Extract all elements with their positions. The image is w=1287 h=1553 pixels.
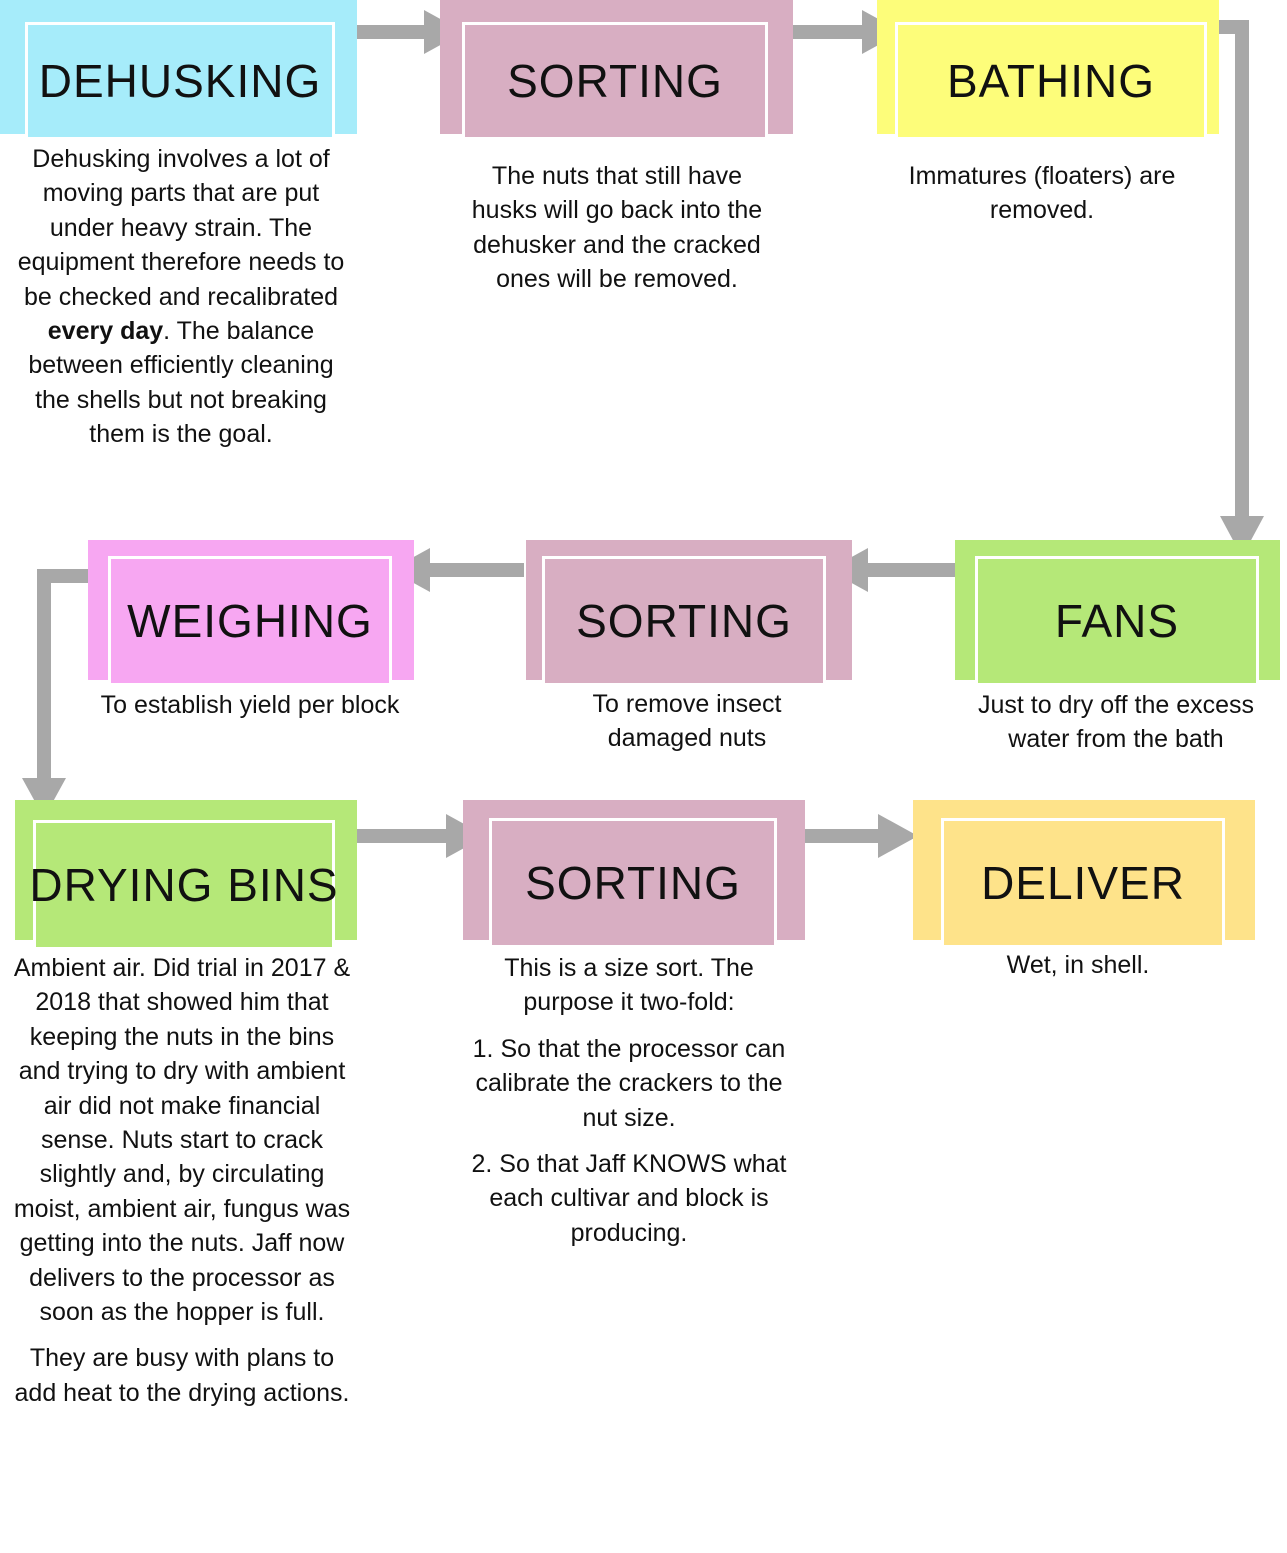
- step-desc-sorting-2: To remove insect damaged nuts: [592, 690, 782, 753]
- step-desc-sorting-1: The nuts that still have husks will go b…: [471, 162, 763, 294]
- step-title-sorting-1: SORTING: [507, 55, 723, 107]
- arrowhead-8: [878, 814, 918, 858]
- step-bathing: BATHING: [877, 0, 1219, 140]
- arrow-weighing-to-drying: [37, 569, 98, 782]
- step-drying-bins: DRYING BINS: [15, 800, 357, 950]
- step-desc-sorting-3: This is a size sort. The purpose it two-…: [471, 954, 787, 1247]
- step-desc-weighing: To establish yield per block: [100, 691, 400, 719]
- step-title-dehusking: DEHUSKING: [38, 55, 322, 107]
- step-fans: FANS: [955, 540, 1280, 686]
- step-title-sorting-3: SORTING: [525, 857, 741, 909]
- step-sorting-1: SORTING: [440, 0, 793, 140]
- step-weighing: WEIGHING: [88, 540, 414, 686]
- step-title-bathing: BATHING: [946, 55, 1156, 107]
- step-title-deliver: DELIVER: [981, 857, 1185, 909]
- emphasis-every-day: every day: [47, 317, 164, 346]
- step-title-fans: FANS: [1054, 595, 1180, 647]
- step-desc-fans: Just to dry off the excess water from th…: [977, 691, 1255, 754]
- arrowhead-3: [1220, 516, 1264, 557]
- step-sorting-3: SORTING: [463, 800, 805, 948]
- step-dehusking: DEHUSKING: [0, 0, 357, 140]
- step-title-sorting-2: SORTING: [576, 595, 792, 647]
- step-title-weighing: WEIGHING: [127, 595, 373, 647]
- step-desc-dehusking: Dehusking involves a lot of moving parts…: [17, 145, 345, 449]
- step-desc-drying-bins: Ambient air. Did trial in 2017 & 2018 th…: [13, 954, 351, 1407]
- step-sorting-2: SORTING: [526, 540, 852, 686]
- step-title-drying-bins: DRYING BINS: [29, 859, 339, 911]
- arrowhead-6: [22, 778, 66, 818]
- step-desc-bathing: Immatures (floaters) are removed.: [908, 162, 1176, 225]
- arrow-bathing-to-fans: [1208, 20, 1249, 520]
- step-desc-deliver: Wet, in shell.: [1006, 951, 1150, 979]
- step-deliver: DELIVER: [913, 800, 1255, 948]
